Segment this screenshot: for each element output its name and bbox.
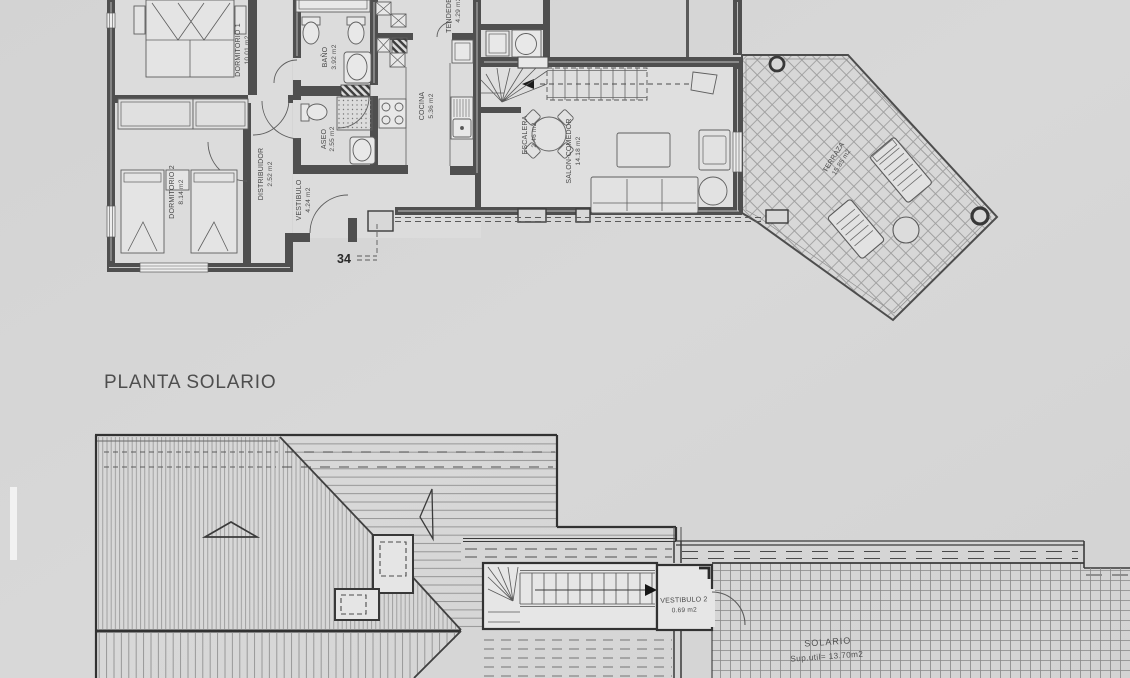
label-salon: SALON-COMEDOR <box>566 118 573 183</box>
house-number: 34 <box>337 252 351 266</box>
dining-table <box>531 116 567 152</box>
label-vestibulo: VESTIBULO <box>296 179 303 220</box>
side-table <box>698 176 728 206</box>
chimney <box>334 534 414 621</box>
sun-lounger <box>870 137 932 203</box>
sofa <box>590 176 699 214</box>
label-vestibulo-area: 4.24 m2 <box>305 187 312 212</box>
column <box>970 206 990 226</box>
roof-vent <box>201 521 261 538</box>
vestibulo2: VESTIBULO 2 0.69 m2 <box>655 563 746 632</box>
salon-furniture <box>524 71 731 214</box>
label-cocina-area: 5.36 m2 <box>428 93 435 118</box>
column <box>768 55 786 73</box>
label-dormitorio1-area: 10.01 m2 <box>244 35 251 64</box>
kitchen-fixtures <box>375 1 474 166</box>
slope-arrow <box>419 488 434 542</box>
label-escalera-area: 2.46 m2 <box>531 122 538 147</box>
roof-plan: VESTIBULO 2 0.69 m2 SOLARIO Sup.util= 13… <box>94 433 1130 678</box>
scan-artifact <box>10 487 17 560</box>
solario-staircase <box>481 561 659 631</box>
armchair <box>698 129 731 171</box>
label-dormitorio2-area: 8.14 m2 <box>178 179 185 204</box>
label-distribuidor: DISTRIBUIDOR <box>258 148 265 201</box>
wardrobe <box>117 98 249 130</box>
label-cocina: COCINA <box>419 92 426 121</box>
label-solario: SOLARIO <box>804 635 852 648</box>
windows <box>106 12 743 273</box>
solario-deck <box>712 563 1130 678</box>
sun-lounger <box>827 199 885 259</box>
porch <box>357 208 789 261</box>
label-aseo: ASEO <box>321 129 328 150</box>
label-distribuidor-area: 2.52 m2 <box>267 161 274 186</box>
label-dormitorio2: DORMITORIO 2 <box>169 165 176 219</box>
label-tendedero-area: 4.29 m2 <box>455 0 462 23</box>
label-tendedero: TENDEDERO <box>446 0 453 33</box>
label-bano-area: 3.92 m2 <box>331 44 338 69</box>
duct-hatch <box>340 84 371 97</box>
bathroom-fixtures <box>295 0 376 165</box>
tv-unit <box>690 71 718 95</box>
label-escalera: ESCALERA <box>522 115 529 154</box>
label-dormitorio1: DORMITORIO 1 <box>235 23 242 77</box>
coffee-table <box>616 132 671 168</box>
label-vestibulo2: VESTIBULO 2 <box>660 596 708 605</box>
label-aseo-area: 2.55 m2 <box>329 126 336 151</box>
floor-plan: DORMITORIO 1 10.01 m2 BAÑO 3.92 m2 TENDE… <box>106 0 999 322</box>
roof-face-left <box>97 437 461 629</box>
terrace-table <box>892 216 920 244</box>
staircase <box>480 56 700 103</box>
bed-double <box>133 0 247 78</box>
label-vestibulo2-area: 0.69 m2 <box>672 607 698 615</box>
utility-fixtures <box>485 29 542 58</box>
roof-face-bottom <box>97 633 461 678</box>
door-arcs <box>207 21 453 234</box>
label-bano: BAÑO <box>320 46 329 67</box>
label-salon-area: 14.18 m2 <box>575 136 582 165</box>
beds-single <box>120 169 238 254</box>
plan-title: PLANTA SOLARIO <box>104 372 276 393</box>
